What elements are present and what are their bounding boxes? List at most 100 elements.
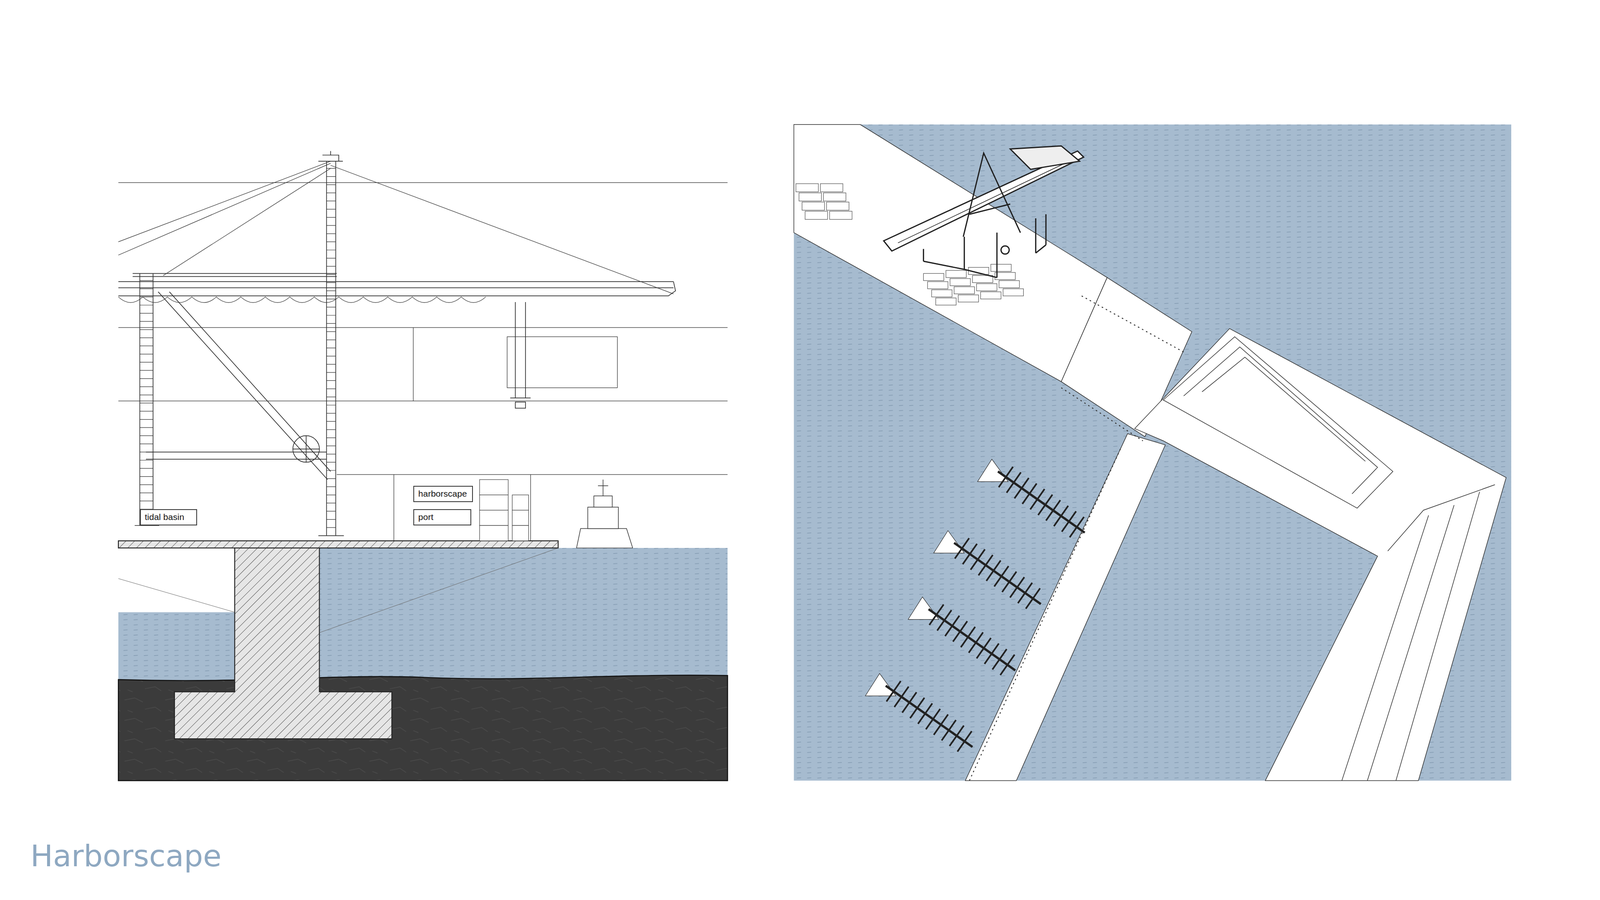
stacked-goods — [1002, 288, 1024, 296]
stacked-goods — [820, 183, 843, 193]
marinas — [928, 609, 1016, 671]
crane-plan — [1000, 245, 1010, 255]
label-text: harborscape — [418, 488, 468, 500]
crane-elevation — [510, 302, 531, 409]
ship — [576, 528, 633, 549]
label-box: harborscape — [413, 485, 473, 503]
marinas — [1000, 654, 1015, 675]
stacked-goods — [927, 281, 948, 289]
stacked-goods — [999, 280, 1020, 288]
marinas — [998, 466, 1013, 488]
marinas — [1006, 472, 1021, 493]
marinas — [957, 731, 972, 752]
marinas — [968, 632, 983, 653]
quay-plan — [1341, 484, 1495, 781]
pier-section — [174, 547, 393, 739]
marinas — [962, 543, 978, 565]
pier-section — [118, 540, 559, 548]
background-lines — [118, 182, 728, 541]
quay-plan — [1134, 328, 1506, 781]
container-stacks — [512, 525, 529, 541]
marinas — [949, 725, 964, 746]
water-section — [319, 547, 728, 682]
container-stacks — [479, 510, 509, 526]
label-box: tidal basin — [140, 509, 198, 526]
marinas — [1053, 505, 1068, 527]
label-box: port — [413, 509, 472, 526]
stacked-goods — [795, 183, 819, 193]
ship — [593, 495, 613, 508]
marinas — [997, 471, 1085, 533]
crane-elevation — [318, 150, 343, 161]
diagram-title: Harborscape — [30, 838, 222, 874]
stacked-goods — [958, 295, 979, 303]
container-stacks — [512, 495, 529, 511]
stacked-goods — [945, 270, 967, 278]
harbor-illustration — [118, 124, 1512, 781]
container-stacks — [512, 510, 529, 526]
marinas — [1061, 511, 1076, 532]
crane-plan — [923, 214, 1046, 278]
quay-plan — [793, 124, 1506, 781]
stacked-goods — [990, 264, 1012, 272]
stacked-goods — [976, 283, 998, 291]
marinas — [976, 637, 991, 659]
stacked-goods — [980, 291, 1001, 299]
marinas — [885, 685, 973, 748]
crane-plan — [923, 245, 1046, 278]
crane-elevation — [292, 435, 320, 463]
crane-elevation — [132, 273, 337, 277]
crane-plan — [1010, 145, 1080, 170]
marinas — [865, 459, 1085, 752]
marinas — [1038, 494, 1053, 515]
marinas — [1025, 588, 1040, 609]
quay-plan — [969, 295, 1184, 781]
marinas — [970, 549, 985, 570]
marinas — [977, 459, 1008, 482]
marinas — [992, 649, 1007, 670]
marinas — [1030, 489, 1045, 510]
marinas — [910, 697, 925, 719]
stacked-goods — [805, 211, 828, 220]
marinas — [925, 708, 940, 730]
marinas — [955, 538, 970, 559]
stacked-goods — [799, 192, 822, 202]
marinas — [986, 560, 1001, 581]
marinas — [1002, 571, 1017, 593]
quay-plan — [1202, 357, 1366, 462]
marinas — [954, 542, 1041, 605]
marinas — [886, 681, 901, 702]
marinas — [917, 703, 933, 724]
marinas — [929, 604, 944, 625]
label-text: tidal basin — [145, 511, 193, 523]
crane-elevation — [145, 452, 327, 460]
stacked-goods — [935, 297, 957, 305]
marinas — [1069, 517, 1084, 538]
marinas — [1014, 477, 1029, 499]
crane-elevation — [134, 273, 160, 526]
crane-elevation — [118, 297, 486, 303]
quay-plan — [1163, 336, 1393, 508]
stacked-goods — [950, 278, 971, 286]
marinas — [945, 615, 960, 637]
crane-elevation — [326, 168, 336, 528]
stacked-goods — [802, 202, 825, 211]
crane-elevation — [118, 281, 676, 296]
water-section — [118, 547, 559, 633]
label-text: port — [418, 511, 467, 523]
marinas — [994, 566, 1009, 587]
stacked-goods — [972, 275, 993, 283]
marinas — [1045, 500, 1060, 521]
crane-elevation — [118, 150, 676, 536]
marinas — [933, 530, 965, 553]
crane-elevation — [158, 291, 331, 480]
stacked-goods — [923, 273, 944, 281]
marinas — [1022, 483, 1037, 504]
marinas — [1010, 577, 1025, 598]
quay-plan — [965, 433, 1166, 781]
ship — [597, 479, 608, 496]
stacked-goods — [823, 192, 846, 202]
water-section — [118, 612, 235, 682]
